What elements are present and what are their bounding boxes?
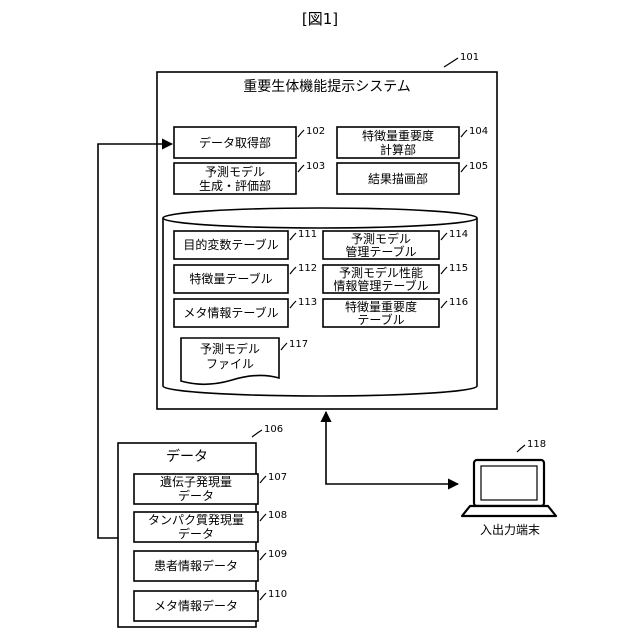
data-item-patient-info: 患者情報データ 109 xyxy=(134,549,287,581)
table-label-line1: 予測モデル xyxy=(351,231,411,246)
unit-label: データ取得部 xyxy=(199,135,271,150)
data-item-label: メタ情報データ xyxy=(154,598,238,613)
file-label-line2: ファイル xyxy=(206,357,254,371)
data-item-label-line2: データ xyxy=(178,526,214,541)
data-item-ref: 109 xyxy=(268,549,287,560)
terminal-label: 入出力端末 xyxy=(480,523,540,537)
table-label-line2: テーブル xyxy=(357,312,404,327)
unit-ref: 105 xyxy=(469,161,488,172)
unit-ref: 102 xyxy=(306,126,325,137)
data-item-ref: 110 xyxy=(268,589,287,600)
table-ref: 114 xyxy=(449,229,468,240)
unit-ref: 104 xyxy=(469,126,488,137)
unit-label: 結果描画部 xyxy=(368,171,428,186)
unit-label-line1: 特徴量重要度 xyxy=(362,128,434,143)
table-label: 目的変数テーブル xyxy=(183,237,278,252)
laptop-icon xyxy=(462,460,556,516)
table-label: 特徴量テーブル xyxy=(189,271,272,286)
table-label-line2: 情報管理テーブル xyxy=(333,278,428,293)
table-ref: 113 xyxy=(298,297,317,308)
system-ref: 101 xyxy=(460,52,479,63)
data-item-label-line2: データ xyxy=(178,488,214,503)
data-group-ref: 106 xyxy=(264,424,283,435)
data-group-ref-leader xyxy=(252,430,262,437)
data-item-meta-data: メタ情報データ 110 xyxy=(134,589,287,621)
table-ref: 116 xyxy=(449,297,468,308)
data-item-label-line1: 遺伝子発現量 xyxy=(160,474,232,489)
file-label-line1: 予測モデル xyxy=(200,341,260,356)
terminal-ref-leader xyxy=(517,445,525,452)
data-item-label: 患者情報データ xyxy=(154,558,238,573)
data-item-ref: 107 xyxy=(268,472,287,483)
unit-label-line2: 生成・評価部 xyxy=(199,178,271,193)
system-ref-leader xyxy=(444,58,458,67)
table-ref: 112 xyxy=(298,263,317,274)
data-item-ref: 108 xyxy=(268,510,287,521)
figure-label: [図1] xyxy=(302,10,338,28)
unit-label-line1: 予測モデル xyxy=(205,164,265,179)
terminal-ref: 118 xyxy=(527,439,546,450)
unit-ref: 103 xyxy=(306,161,325,172)
unit-label-line2: 計算部 xyxy=(380,142,416,157)
table-label-line2: 管理テーブル xyxy=(345,244,416,259)
table-ref: 115 xyxy=(449,263,468,274)
data-item-gene-expression: 遺伝子発現量 データ 107 xyxy=(134,472,287,504)
data-item-protein-expression: タンパク質発現量 データ 108 xyxy=(134,510,287,542)
table-label-line1: 予測モデル性能 xyxy=(339,265,423,280)
table-ref: 111 xyxy=(298,229,317,240)
data-item-label-line1: タンパク質発現量 xyxy=(148,512,244,527)
system-title: 重要生体機能提示システム xyxy=(243,79,411,95)
data-group-title: データ xyxy=(166,448,208,465)
system-terminal-arrow xyxy=(326,412,458,484)
table-label: メタ情報テーブル xyxy=(183,305,278,320)
table-label-line1: 特徴量重要度 xyxy=(345,299,417,314)
file-ref: 117 xyxy=(289,339,308,350)
